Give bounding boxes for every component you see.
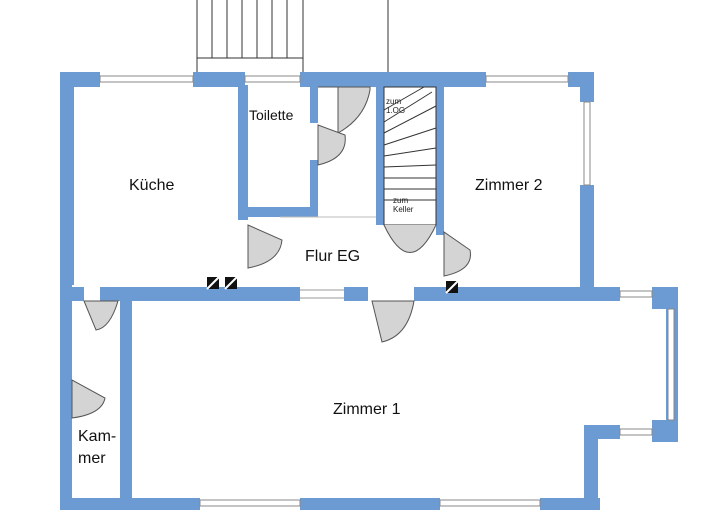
room-label-zimmer1: Zimmer 1 bbox=[333, 401, 401, 418]
stair-label-up: zum 1.OG bbox=[386, 97, 406, 115]
stair-label-down: zum Keller bbox=[393, 196, 414, 214]
shafts bbox=[206, 276, 459, 294]
room-label-zimmer2: Zimmer 2 bbox=[475, 177, 543, 194]
room-label-flur: Flur EG bbox=[305, 248, 361, 265]
interior-staircase bbox=[383, 86, 437, 253]
room-label-kueche: Küche bbox=[129, 177, 175, 194]
doors bbox=[71, 86, 471, 419]
flur-opening bbox=[280, 216, 376, 299]
interior-walls bbox=[72, 85, 584, 502]
room-label-toilette: Toilette bbox=[249, 107, 294, 123]
room-label-kammer: Kam- mer bbox=[78, 426, 138, 470]
kammer-line-2: mer bbox=[78, 450, 106, 467]
windows bbox=[99, 75, 675, 507]
exterior-stair bbox=[196, 0, 389, 74]
kammer-line-1: Kam- bbox=[78, 428, 117, 445]
outer-walls bbox=[60, 72, 678, 510]
